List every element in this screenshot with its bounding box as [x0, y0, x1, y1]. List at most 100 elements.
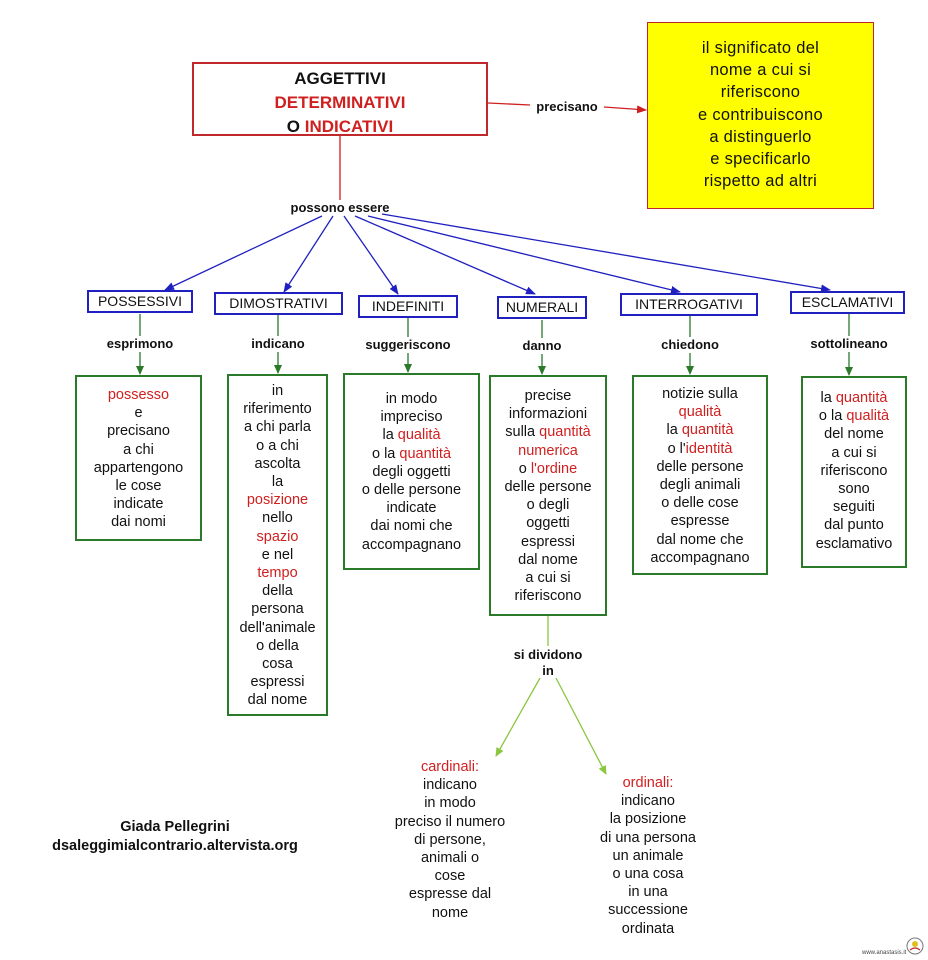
- highlighted-term: l'ordine: [530, 460, 578, 477]
- description-line: in: [229, 382, 326, 400]
- description-text: la: [271, 474, 284, 491]
- description-text: a chi: [123, 441, 154, 458]
- category-dimostrativi: DIMOSTRATIVI: [214, 292, 343, 315]
- description-line: indicate: [77, 495, 200, 513]
- description-text: le cose: [115, 478, 162, 495]
- description-text: degli animali: [659, 477, 741, 494]
- description-line: numerica: [491, 442, 605, 460]
- description-text: oggetti: [526, 515, 570, 532]
- description-line: accompagnano: [634, 549, 766, 567]
- highlighted-term: posizione: [246, 492, 309, 509]
- definition-line: e contribuiscono: [698, 105, 823, 124]
- cardinali-line: cose: [434, 868, 466, 885]
- author-site: dsaleggimialcontrario.altervista.org: [52, 838, 298, 854]
- description-line: informazioni: [491, 405, 605, 423]
- description-line: a cui si: [803, 444, 905, 462]
- cardinali-line: in modo: [424, 795, 476, 812]
- cardinali-line: di persone,: [414, 831, 486, 848]
- description-text: a cui si: [525, 570, 571, 587]
- description-text: a cui si: [831, 444, 877, 461]
- definition-line: riferiscono: [720, 83, 801, 102]
- description-line: delle persone: [634, 458, 766, 476]
- link-to-dimostrativi: [283, 215, 334, 293]
- verb-label-chiedono: chiedono: [661, 337, 719, 352]
- description-text: delle persone: [656, 458, 744, 475]
- description-line: le cose: [77, 477, 200, 495]
- description-text: cosa: [262, 656, 293, 673]
- description-text: precisano: [107, 423, 170, 440]
- description-line: precise: [491, 387, 605, 405]
- description-line: oggetti: [491, 514, 605, 532]
- description-text: del nome: [824, 426, 884, 443]
- ordinali-line: la posizione: [609, 811, 687, 828]
- description-text: espressi: [521, 533, 575, 550]
- description-line: a chi: [77, 441, 200, 459]
- highlighted-term: possesso: [107, 387, 170, 403]
- verb-label-danno: danno: [522, 338, 562, 353]
- verb-label-sottolineano: sottolineano: [810, 336, 888, 351]
- description-line: seguiti: [803, 498, 905, 516]
- description-line: a chi parla: [229, 418, 326, 436]
- description-text: espresse: [670, 513, 730, 530]
- description-line: delle persone: [491, 478, 605, 496]
- ordinali-line: in una: [628, 884, 668, 901]
- description-line: dal punto: [803, 516, 905, 534]
- cardinali-line: nome: [431, 904, 469, 921]
- description-text: o degli: [526, 497, 570, 514]
- author-name: Giada Pellegrini: [120, 819, 230, 835]
- description-text: dai nomi che: [370, 518, 453, 535]
- description-text: o della: [256, 637, 299, 654]
- description-line: appartengono: [77, 459, 200, 477]
- description-text: appartengono: [93, 459, 184, 476]
- highlighted-term: quantità: [835, 390, 888, 406]
- highlighted-term: quantità: [399, 445, 452, 462]
- definition-box: il significato del nome a cui si riferis…: [647, 22, 874, 209]
- link-to-possessivi: [164, 215, 323, 291]
- description-line: precisano: [77, 422, 200, 440]
- description-text: persona: [251, 601, 304, 618]
- category-possessivi: POSSESSIVI: [87, 290, 193, 313]
- description-line: nello: [229, 509, 326, 527]
- description-line: degli animali: [634, 476, 766, 494]
- description-text: informazioni: [508, 406, 588, 423]
- category-interrogativi: INTERROGATIVI: [620, 293, 758, 316]
- description-line: notizie sulla: [634, 385, 766, 403]
- description-line: riferiscono: [491, 587, 605, 605]
- relation-label-possono-essere: possono essere: [290, 200, 390, 215]
- description-line: a cui si: [491, 569, 605, 587]
- description-line: dal nome che: [634, 531, 766, 549]
- description-line: o delle persone: [345, 481, 478, 499]
- description-text: o delle cose: [661, 495, 739, 512]
- author-credit: Giada Pellegrini dsaleggimialcontrario.a…: [20, 818, 330, 856]
- definition-line: rispetto ad altri: [703, 172, 818, 191]
- description-text: sulla: [505, 424, 540, 441]
- description-line: o a chi: [229, 437, 326, 455]
- description-text: impreciso: [380, 409, 443, 426]
- description-text: riferiscono: [820, 462, 888, 479]
- description-line: o della: [229, 637, 326, 655]
- description-line: degli oggetti: [345, 463, 478, 481]
- description-text: o delle persone: [361, 482, 462, 499]
- description-line: o degli: [491, 496, 605, 514]
- description-text: riferiscono: [514, 588, 582, 605]
- highlighted-term: spazio: [256, 528, 299, 545]
- ordinali-line: di una persona: [600, 829, 696, 846]
- highlighted-term: numerica: [518, 442, 578, 459]
- description-line: accompagnano: [345, 536, 478, 554]
- description-line: o delle cose: [634, 494, 766, 512]
- description-line: indicate: [345, 499, 478, 517]
- relation-label-si-dividono-in: si dividono in: [513, 647, 583, 678]
- description-line: dal nome: [229, 691, 326, 709]
- description-text: o l': [667, 440, 686, 457]
- description-line: espresse: [634, 512, 766, 530]
- ordinali-title: ordinali:: [622, 775, 674, 791]
- category-esclamativi: ESCLAMATIVI: [790, 291, 905, 314]
- root-line-2: DETERMINATIVI: [274, 93, 406, 112]
- description-text: delle persone: [504, 479, 592, 496]
- description-line: in modo: [345, 390, 478, 408]
- category-numerali: NUMERALI: [497, 296, 587, 319]
- description-line: dal nome: [491, 551, 605, 569]
- link-root-precisano: [487, 102, 531, 106]
